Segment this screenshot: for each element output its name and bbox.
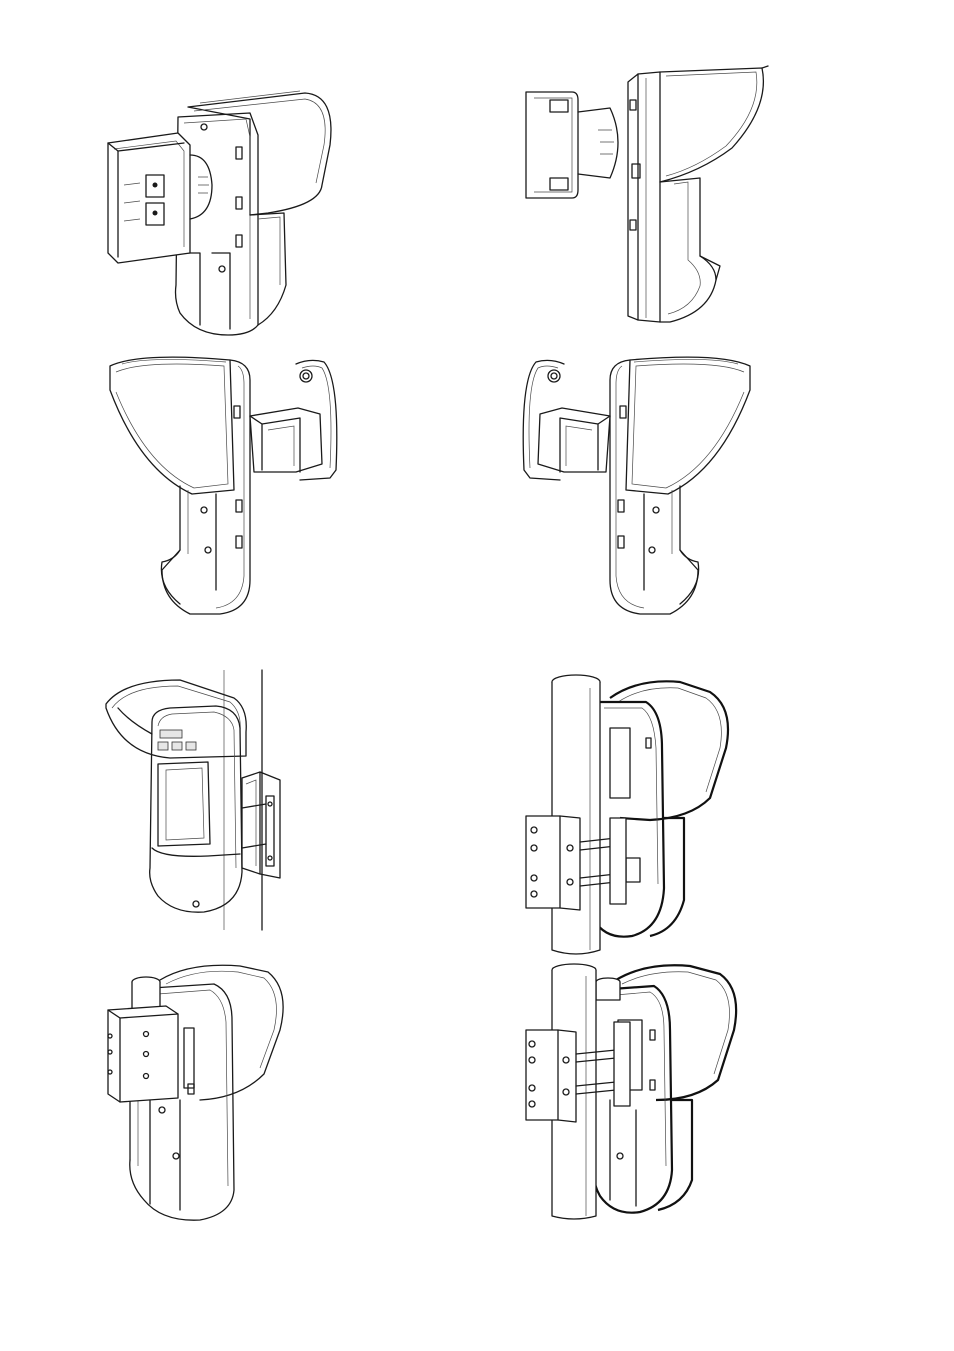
pole-clamp-side-drawing [520,960,750,1230]
side-view-wall-bracket-drawing [520,60,780,330]
figure-pole-clamp-rear [520,668,750,958]
swivel-bracket-left-drawing [520,350,760,620]
figure-pole-clamp-side [520,960,750,1230]
figure-swivel-bracket-right [100,350,340,620]
figure-pole-adapter-block [100,960,300,1230]
swivel-bracket-right-drawing [100,350,340,620]
pole-clamp-rear-drawing [520,668,750,958]
figure-swivel-bracket-left [520,350,760,620]
detector-with-wall-box-drawing [100,85,340,335]
figure-side-view-wall-bracket [520,60,780,330]
figure-front-view-wall [100,668,300,938]
front-view-wall-drawing [100,668,300,938]
figure-detector-with-wall-box [100,85,340,335]
pole-adapter-block-drawing [100,960,300,1230]
